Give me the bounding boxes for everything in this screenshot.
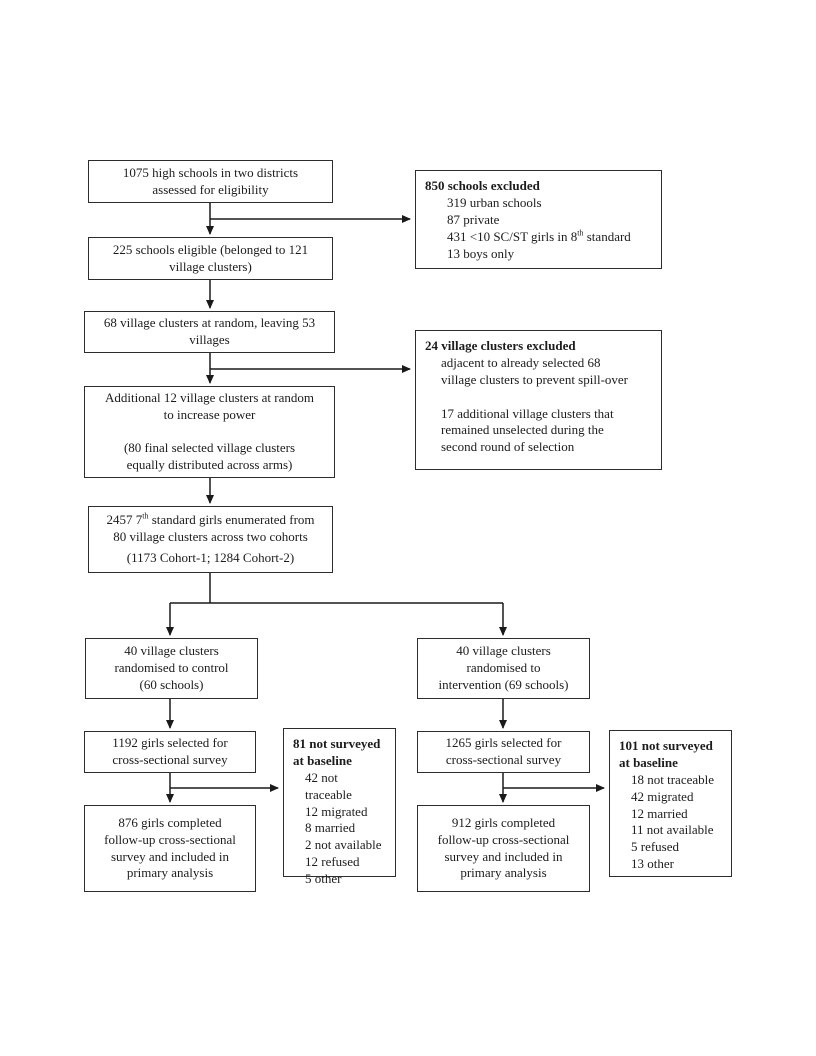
excluded-item-boys: 13 boys only: [447, 245, 515, 261]
schools-assessed-text: 1075 high schools in two districts asses…: [122, 164, 299, 197]
control-ns-item: 12 migrated: [305, 803, 368, 819]
box-intervention-completed: 912 girls completed follow-up cross-sect…: [417, 805, 590, 892]
control-ns-item: 42 not traceable: [305, 769, 352, 802]
intervention-ns-item: 18 not traceable: [631, 771, 715, 787]
box-intervention-survey-selected: 1265 girls selected for cross-sectional …: [417, 731, 590, 773]
excluded-item-scst-sup: th: [577, 228, 584, 238]
control-ns-item: 2 not available: [305, 837, 382, 853]
excluded-item-urban: 319 urban schools: [447, 194, 542, 210]
control-ns-item: 8 married: [305, 820, 356, 836]
excluded-item-scst: 431 <10 SC/ST girls in 8th standard: [447, 229, 652, 246]
intervention-arm-text: 40 village clusters randomised to interv…: [438, 643, 569, 692]
control-not-surveyed-items: 42 not traceable 12 migrated 8 married 2…: [293, 770, 386, 888]
girls-enumerated-line1-post: standard girls enumerated from: [148, 511, 315, 527]
intervention-not-surveyed-title: 101 not surveyed at baseline: [619, 738, 713, 770]
girls-enumerated-line1: 2457 7th standard girls enumerated from: [106, 512, 314, 529]
intervention-ns-item: 11 not available: [631, 822, 714, 838]
box-control-survey-selected: 1192 girls selected for cross-sectional …: [84, 731, 256, 773]
excluded-item-scst-pre: 431 <10 SC/ST girls in 8: [447, 228, 578, 244]
intervention-survey-selected-text: 1265 girls selected for cross-sectional …: [445, 735, 562, 767]
clusters-excluded-title: 24 village clusters excluded: [425, 338, 576, 353]
box-schools-assessed: 1075 high schools in two districts asses…: [88, 160, 333, 203]
clusters-excluded-body: adjacent to already selected 68 village …: [441, 354, 629, 455]
control-ns-item: 5 other: [305, 871, 342, 887]
intervention-completed-text: 912 girls completed follow-up cross-sect…: [437, 814, 570, 881]
intervention-ns-item: 5 refused: [631, 839, 680, 855]
girls-enumerated-text: 2457 7th standard girls enumerated from …: [106, 512, 314, 568]
box-schools-excluded: 850 schools excluded 319 urban schools 8…: [415, 170, 662, 269]
box-intervention-not-surveyed: 101 not surveyed at baseline 18 not trac…: [609, 730, 732, 877]
control-ns-item: 12 refused: [305, 854, 360, 870]
box-control-completed: 876 girls completed follow-up cross-sect…: [84, 805, 256, 892]
intervention-ns-item: 12 married: [631, 805, 688, 821]
clusters-additional-12-text: Additional 12 village clusters at random…: [104, 389, 315, 473]
control-arm-text: 40 village clusters randomised to contro…: [114, 643, 229, 692]
excluded-item-private: 87 private: [447, 211, 500, 227]
girls-enumerated-line3: (1173 Cohort-1; 1284 Cohort-2): [126, 550, 295, 566]
box-clusters-additional-12: Additional 12 village clusters at random…: [84, 386, 335, 478]
box-schools-eligible: 225 schools eligible (belonged to 121 vi…: [88, 237, 333, 280]
girls-enumerated-line1-pre: 2457 7: [106, 511, 143, 527]
intervention-ns-item: 42 migrated: [631, 788, 694, 804]
girls-enumerated-line1-sup: th: [142, 511, 149, 521]
excluded-item-scst-post: standard: [583, 228, 631, 244]
intervention-not-surveyed-items: 18 not traceable 42 migrated 12 married …: [619, 772, 722, 873]
box-intervention-arm: 40 village clusters randomised to interv…: [417, 638, 590, 699]
schools-excluded-items: 319 urban schools 87 private 431 <10 SC/…: [425, 195, 652, 263]
box-control-arm: 40 village clusters randomised to contro…: [85, 638, 258, 699]
schools-eligible-text: 225 schools eligible (belonged to 121 vi…: [112, 241, 309, 274]
intervention-ns-item: 13 other: [631, 856, 674, 872]
control-survey-selected-text: 1192 girls selected for cross-sectional …: [112, 735, 228, 767]
box-clusters-excluded: 24 village clusters excluded adjacent to…: [415, 330, 662, 470]
control-not-surveyed-title: 81 not surveyed at baseline: [293, 736, 381, 768]
box-control-not-surveyed: 81 not surveyed at baseline 42 not trace…: [283, 728, 396, 886]
schools-excluded-title: 850 schools excluded: [425, 178, 540, 193]
box-clusters-selected-68: 68 village clusters at random, leaving 5…: [84, 311, 335, 353]
clusters-selected-68-text: 68 village clusters at random, leaving 5…: [103, 315, 316, 347]
control-completed-text: 876 girls completed follow-up cross-sect…: [104, 814, 236, 881]
box-girls-enumerated: 2457 7th standard girls enumerated from …: [88, 506, 333, 573]
girls-enumerated-line2: 80 village clusters across two cohorts: [113, 528, 308, 544]
